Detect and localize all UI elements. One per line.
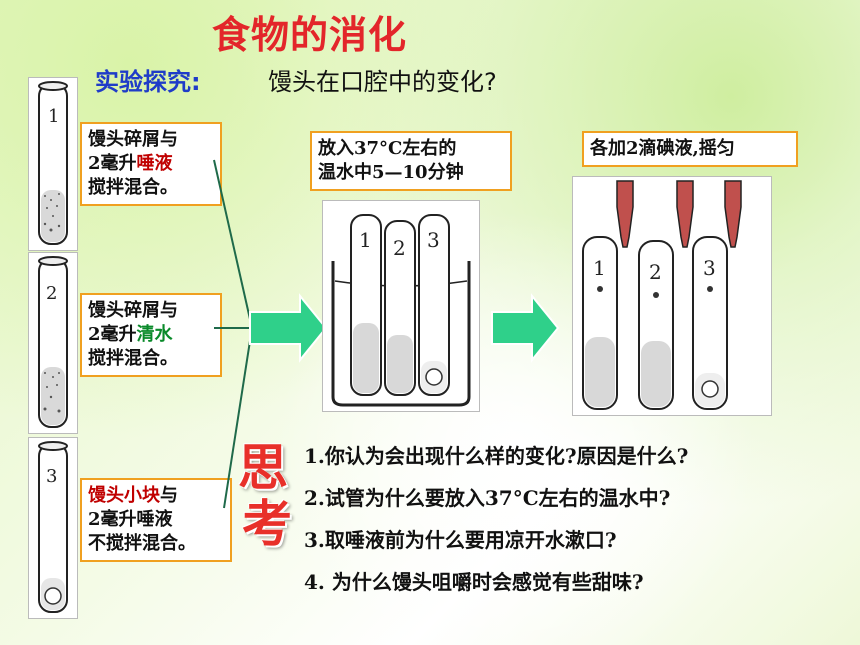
tube-3-description: 馒头小块与 2毫升唾液 不搅拌混合。 [80,478,232,562]
experiment-label: 实验探究: [95,68,201,96]
dropper-tube-3-number: 3 [703,256,716,280]
thinking-char-2: 考 [242,494,292,553]
question-1: 1.你认为会出现什么样的变化?原因是什么? [304,444,689,468]
test-tube-1-image: 1 [28,77,78,251]
test-tube-3-image: 3 [28,437,78,619]
test-tube-2-image: 2 [28,252,78,434]
step-2-text: 各加2滴碘液,摇匀 [590,138,735,159]
step-1-instruction: 放入37°C左右的 温水中5—10分钟 [310,131,512,191]
beaker-tube-1-number: 1 [359,228,372,252]
page-title: 食物的消化 [212,12,408,57]
test-tube-1-number: 1 [48,106,59,127]
step-2-instruction: 各加2滴碘液,摇匀 [582,131,798,167]
dropper-tube-2-number: 2 [649,260,662,284]
iodine-dropper-image: 1 2 3 [572,176,772,416]
tube-1-desc-line1: 馒头碎屑与 [88,129,178,150]
tube-1-desc-line2: 2毫升唾液 [88,153,173,174]
dropper-tube-1-number: 1 [593,256,606,280]
tube-2-desc-line3: 搅拌混合。 [88,348,178,369]
question-2: 2.试管为什么要放入37°C左右的温水中? [304,486,671,510]
tube-1-description: 馒头碎屑与 2毫升唾液 搅拌混合。 [80,122,222,206]
question-4: 4. 为什么馒头咀嚼时会感觉有些甜味? [304,570,644,594]
arrow-right-icon-2 [491,293,560,363]
question-3: 3.取唾液前为什么要用凉开水漱口? [304,528,617,552]
arrow-right-icon [249,293,328,363]
experiment-question: 馒头在口腔中的变化? [268,68,497,96]
step-1-line2: 温水中5—10分钟 [318,162,464,183]
step-1-line1: 放入37°C左右的 [318,138,457,159]
test-tube-3-number: 3 [46,466,57,487]
thinking-char-1: 思 [238,438,288,497]
tube-3-desc-line3: 不搅拌混合。 [88,533,196,554]
tube-1-desc-line3: 搅拌混合。 [88,177,178,198]
test-tube-2-number: 2 [46,283,57,304]
tube-2-description: 馒头碎屑与 2毫升清水 搅拌混合。 [80,293,222,377]
beaker-tube-3-number: 3 [427,228,440,252]
beaker-tube-2-number: 2 [393,236,406,260]
tube-3-desc-line2: 2毫升唾液 [88,509,173,530]
beaker-water-bath-image: 1 2 3 [322,200,480,412]
tube-2-desc-line1: 馒头碎屑与 [88,300,178,321]
tube-2-desc-line2: 2毫升清水 [88,324,173,345]
thinking-label: 思 考 [238,440,292,552]
tube-3-desc-line1: 馒头小块与 [88,485,178,506]
